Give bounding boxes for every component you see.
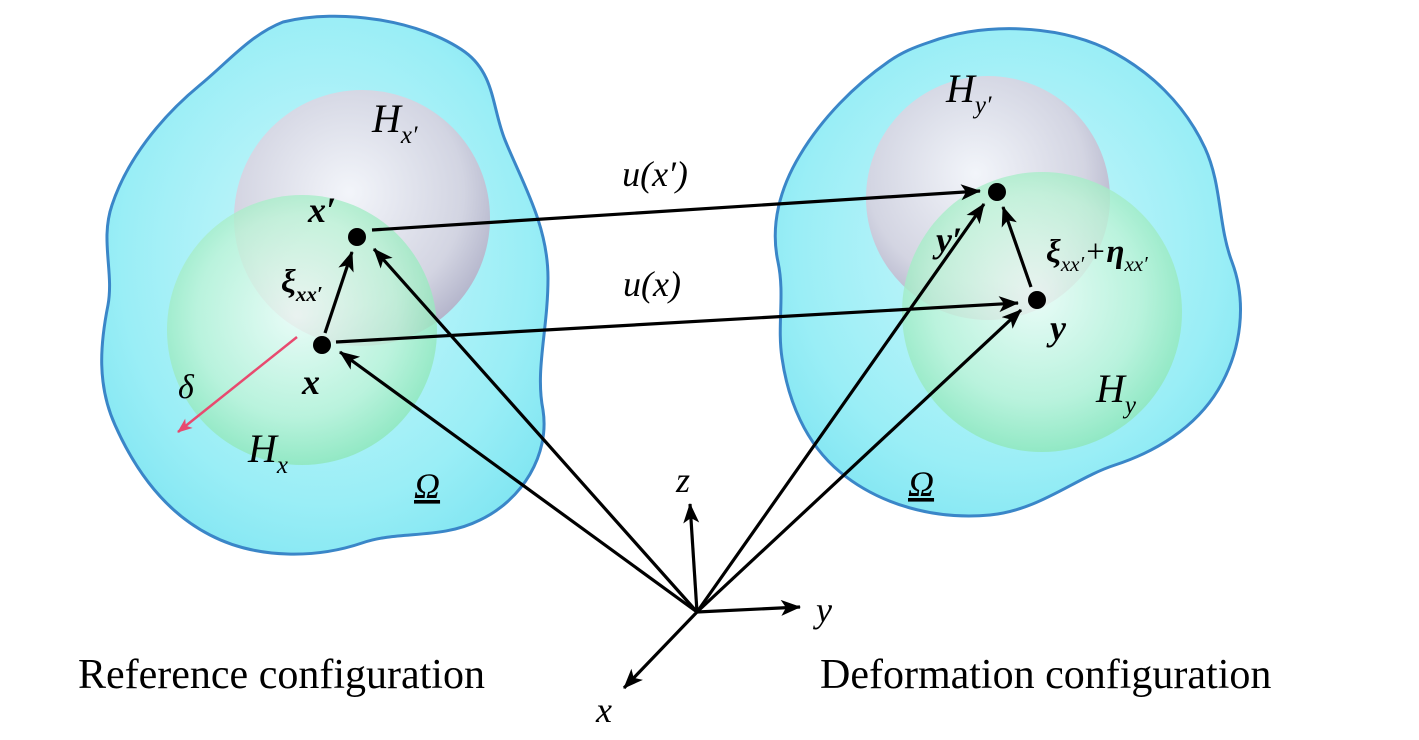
axis-z-arrow — [683, 503, 700, 613]
reference-body: Hx′ Hx Ω δ ξxx′ x x′ — [100, 14, 550, 556]
position-vector-x-prime-arrow — [372, 247, 699, 614]
horizon-label-Hx-prime: Hx′ — [371, 96, 418, 149]
caption-deformation-configuration: Deformation configuration — [820, 652, 1271, 698]
delta-label: δ — [178, 369, 195, 406]
point-y-prime-dot — [988, 183, 1006, 201]
bond-xi-arrow — [323, 251, 354, 334]
displacement-u-x-prime-arrow — [371, 184, 981, 232]
displacement-u-x-prime-label: u(x′) — [622, 154, 688, 194]
axis-y-arrow — [696, 599, 801, 616]
axis-x-arrow — [622, 610, 699, 690]
position-vector-y-arrow — [695, 308, 1023, 614]
point-x-prime-dot — [348, 228, 366, 246]
omega-label-reference: Ω — [414, 466, 440, 506]
deformed-body: Hy′ Hy Ω ξxx′+ηxx′ y′ y — [773, 27, 1242, 518]
displacement-u-x-label: u(x) — [623, 264, 681, 304]
axis-y-label: y — [813, 590, 832, 630]
axis-z-label: z — [675, 460, 690, 500]
horizon-circle-Hx — [167, 195, 437, 465]
bond-xi-eta-label: ξxx′+ηxx′ — [1046, 234, 1148, 276]
point-x-label: x — [301, 362, 320, 402]
omega-label-deformed: Ω — [908, 464, 934, 504]
vectors: u(x′) u(x) — [335, 154, 1023, 614]
point-y-label: y — [1046, 308, 1067, 348]
point-x-dot — [313, 336, 331, 354]
point-x-prime-label: x′ — [307, 190, 336, 230]
bond-xi-eta-arrow — [1001, 206, 1033, 288]
horizon-label-Hx: Hx — [247, 426, 288, 479]
displacement-u-x-arrow — [335, 296, 1019, 344]
caption-reference-configuration: Reference configuration — [78, 652, 485, 698]
horizon-label-Hy-prime: Hy′ — [945, 66, 992, 119]
horizon-label-Hy: Hy — [1095, 366, 1137, 419]
bond-xi-label: ξxx′ — [281, 264, 323, 306]
delta-radius-arrow — [177, 336, 298, 433]
axis-x-label: x — [595, 690, 612, 730]
position-vector-x-arrow — [339, 350, 698, 614]
point-y-dot — [1028, 291, 1046, 309]
coordinate-axes: z y x — [595, 460, 832, 730]
horizon-circle-Hy — [902, 172, 1182, 452]
position-vector-y-prime-arrow — [695, 203, 986, 613]
